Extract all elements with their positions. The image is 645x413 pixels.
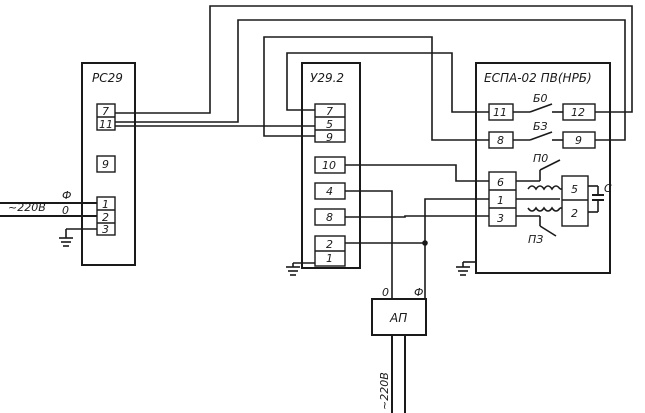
u29-pin-1: 1: [326, 252, 333, 265]
rc29-pin-2: 2: [102, 211, 109, 224]
ap-lead-zero-label: 0: [382, 286, 389, 299]
espa-motor-box: [561, 175, 589, 227]
rc29-pin-9: 9: [102, 158, 109, 171]
espa-pin-box-6-1-3: [488, 171, 517, 227]
rc29-pin-1: 1: [102, 198, 109, 211]
espa-pin-5: 5: [571, 183, 578, 196]
espa-pin-box-12: [562, 103, 596, 121]
wire-u29-10-espa-6: [345, 164, 493, 182]
ap-title: АП: [389, 311, 407, 325]
rc29-pin-box-1-2-3: [96, 196, 116, 236]
u29-pin-box-7-5-9: [314, 103, 346, 143]
u29-pin-box-8: [314, 208, 346, 226]
ap-box: [371, 298, 427, 336]
rc29-pin-3: 3: [102, 223, 109, 236]
capacitor-label: С: [604, 182, 612, 195]
switch-pz-label: ПЗ: [528, 233, 543, 246]
wire-rc29-7-espa-12: [115, 5, 633, 114]
espa-pin-2: 2: [571, 207, 578, 220]
espa-pin-box-9: [562, 131, 596, 149]
wire-junction-espa-1: [424, 198, 493, 243]
u29-pin-5: 5: [326, 118, 333, 131]
switch-p0-label: П0: [533, 152, 548, 165]
espa-pin-12: 12: [571, 106, 585, 119]
espa-pin-9: 9: [575, 134, 582, 147]
u29-pin-box-4: [314, 182, 346, 200]
wire-u29-4-ap-zero: [345, 190, 393, 299]
coil-lower: [527, 206, 561, 212]
switch-bz-blade: [529, 131, 553, 141]
rc29-title: РС29: [92, 71, 123, 85]
wire-u29-9-espa-8: [263, 36, 493, 141]
switch-p0-blade: [539, 159, 561, 171]
supply-left-phase: Ф: [62, 189, 71, 202]
rc29-frame: [81, 62, 136, 266]
espa-title: ЕСПА-02 ПВ(НРБ): [484, 71, 592, 85]
switch-pz-blade: [539, 225, 557, 237]
rc29-pin-11: 11: [99, 118, 113, 131]
espa-pin-box-11: [488, 103, 514, 121]
espa-pin-6: 6: [497, 176, 504, 189]
switch-bz-label: БЗ: [533, 120, 548, 133]
espa-pin-1: 1: [497, 194, 504, 207]
u29-pin-4: 4: [326, 185, 333, 198]
espa-pin-11: 11: [493, 106, 507, 119]
espa-pin-3: 3: [497, 212, 504, 225]
rc29-pin-7: 7: [102, 105, 109, 118]
u29-pin-9: 9: [326, 131, 333, 144]
supply-left-voltage: ~220В: [8, 201, 46, 214]
wire-u29-7-espa-11: [286, 52, 493, 113]
u29-pin-8: 8: [326, 211, 333, 224]
supply-left-zero: 0: [62, 204, 69, 217]
u29-title: У29.2: [310, 71, 344, 85]
junction-dot: [422, 240, 428, 246]
wire-u29-8-espa-3: [345, 215, 493, 218]
coil-upper: [527, 185, 561, 191]
wire-rc29-11-espa-9: [115, 19, 626, 141]
switch-b0-blade: [529, 103, 553, 113]
espa-frame: [475, 62, 611, 274]
switch-b0-label: Б0: [533, 92, 548, 105]
supply-bottom-voltage: ~220В: [378, 372, 391, 410]
u29-pin-box-10: [314, 156, 346, 174]
u29-pin-10: 10: [322, 159, 336, 172]
espa-pin-8: 8: [497, 134, 504, 147]
u29-pin-7: 7: [326, 105, 333, 118]
u29-pin-2: 2: [326, 238, 333, 251]
espa-pin-box-8: [488, 131, 514, 149]
rc29-pin-box-9: [96, 155, 116, 173]
ap-lead-phase-label: Ф: [414, 286, 423, 299]
